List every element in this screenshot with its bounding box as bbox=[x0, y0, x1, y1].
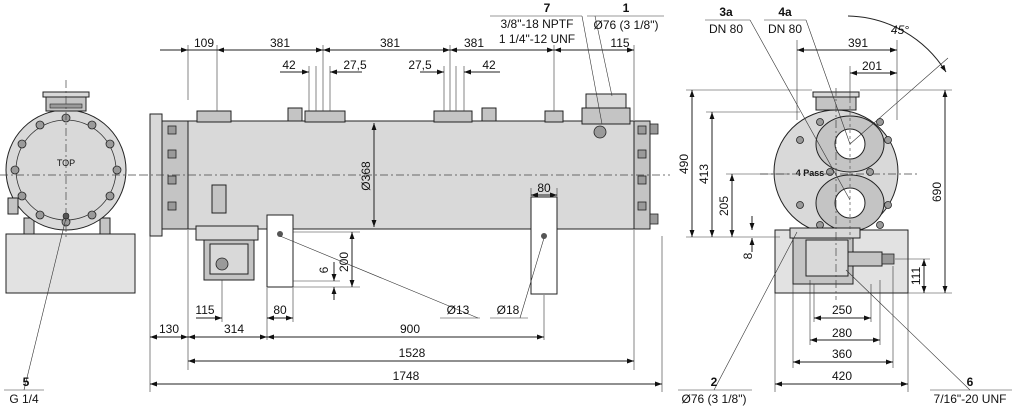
callout-4a-number: 4a bbox=[778, 5, 792, 19]
dim-205: 205 bbox=[717, 196, 731, 216]
dim-111: 111 bbox=[909, 267, 923, 286]
dim-foot-80-top: 80 bbox=[537, 181, 551, 195]
callout-7-line1: 3/8"-18 NPTF bbox=[501, 17, 574, 31]
callout-6-text: 7/16"-20 UNF bbox=[934, 392, 1007, 406]
dim-420: 420 bbox=[832, 369, 852, 383]
dim-top-115: 115 bbox=[610, 36, 629, 50]
callout-6-number: 6 bbox=[967, 375, 974, 389]
callout-4a-text: DN 80 bbox=[768, 22, 802, 36]
callout-1-text: Ø76 (3 1/8") bbox=[594, 18, 659, 32]
dim-250: 250 bbox=[832, 303, 852, 317]
front-view: Ø368 109 381 381 381 115 42 27,5 27,5 42 bbox=[140, 1, 670, 392]
callout-2-text: Ø76 (3 1/8") bbox=[682, 392, 747, 406]
hole-13-label: Ø13 bbox=[447, 303, 470, 317]
right-end-view: 4 Pass 3a DN 80 4a DN 80 45° 391 201 bbox=[677, 5, 1012, 406]
callout-3a-number: 3a bbox=[719, 5, 733, 19]
dim-413: 413 bbox=[697, 164, 711, 184]
callout-7-number: 7 bbox=[544, 1, 551, 15]
dim-overall-1528: 1528 bbox=[399, 346, 426, 360]
left-end-view: TOP 5 G 1/4 bbox=[0, 80, 140, 406]
dim-201: 201 bbox=[862, 59, 882, 73]
dim-stub-42-a: 42 bbox=[282, 58, 296, 72]
callout-5-text: G 1/4 bbox=[9, 392, 39, 406]
dim-stub-27-a: 27,5 bbox=[343, 58, 367, 72]
dim-stub-42-b: 42 bbox=[482, 58, 496, 72]
dim-490: 490 bbox=[677, 154, 691, 174]
dim-top-381-b: 381 bbox=[380, 36, 400, 50]
top-label: TOP bbox=[57, 158, 75, 168]
callout-3a-text: DN 80 bbox=[709, 22, 743, 36]
dim-bottom-130: 130 bbox=[159, 322, 179, 336]
callout-1-number: 1 bbox=[623, 1, 630, 15]
dim-foot-6: 6 bbox=[317, 266, 331, 273]
diameter-label: Ø368 bbox=[359, 161, 373, 191]
dim-stub-27-b: 27,5 bbox=[408, 58, 432, 72]
callout-2-number: 2 bbox=[711, 375, 718, 389]
dim-foot-200: 200 bbox=[337, 252, 351, 272]
dim-overall-1748: 1748 bbox=[393, 369, 420, 383]
dim-391: 391 bbox=[848, 36, 868, 50]
callout-7-line2: 1 1/4"-12 UNF bbox=[499, 32, 575, 46]
dim-top-381-a: 381 bbox=[270, 36, 290, 50]
dim-bottom-80: 80 bbox=[273, 303, 287, 317]
dim-bottom-314: 314 bbox=[224, 322, 244, 336]
dim-280: 280 bbox=[832, 326, 852, 340]
dim-top-109: 109 bbox=[194, 36, 214, 50]
hole-18-label: Ø18 bbox=[497, 303, 520, 317]
dim-690: 690 bbox=[930, 182, 944, 202]
dim-bottom-900: 900 bbox=[400, 322, 420, 336]
dim-360: 360 bbox=[832, 347, 852, 361]
dim-top-381-c: 381 bbox=[464, 36, 484, 50]
callout-5-number: 5 bbox=[23, 375, 30, 389]
pass-label: 4 Pass bbox=[796, 168, 825, 178]
dim-bottom-115: 115 bbox=[195, 303, 214, 317]
angle-label: 45° bbox=[891, 23, 909, 37]
dim-8: 8 bbox=[741, 252, 755, 259]
